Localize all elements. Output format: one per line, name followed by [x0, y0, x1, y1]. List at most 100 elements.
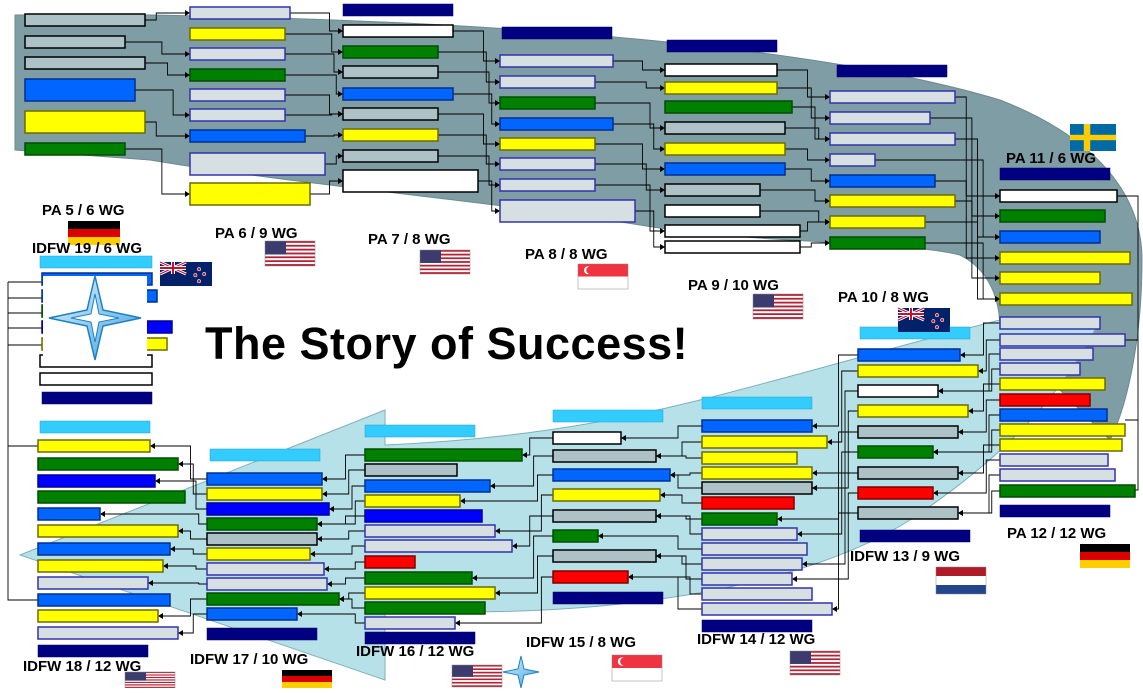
connector-arrow	[178, 461, 183, 467]
flow-box	[552, 468, 671, 482]
flow-box	[999, 251, 1131, 265]
node-label-pa9: PA 9 / 10 WG	[688, 277, 779, 294]
flow-box	[189, 129, 306, 143]
flow-box	[999, 271, 1101, 285]
flow-box	[206, 547, 311, 561]
flow-box	[701, 587, 813, 601]
stage-header-bar	[501, 26, 613, 40]
flow-box	[364, 463, 458, 477]
flow-box	[999, 189, 1118, 203]
stage-header-bar	[701, 619, 813, 633]
connector-line	[438, 155, 500, 186]
diagram-title: The Story of Success!	[205, 318, 689, 369]
connector-arrow	[512, 543, 517, 549]
flow-box	[39, 372, 153, 386]
node-label-idfw14: IDFW 14 / 12 WG	[697, 631, 816, 648]
connector-arrow	[656, 453, 661, 459]
flow-box	[701, 451, 798, 465]
connector-arrow	[148, 580, 153, 586]
connector-line	[960, 322, 1000, 356]
connector-arrow	[495, 79, 500, 85]
usa-flag-icon	[124, 671, 176, 689]
connector-line	[660, 494, 702, 504]
flow-box	[364, 571, 473, 585]
connector-line	[933, 429, 1000, 453]
connector-arrow	[825, 157, 830, 163]
connector-arrow	[825, 219, 830, 225]
germany-flag-icon	[68, 221, 120, 245]
flow-box	[342, 24, 454, 38]
connector-arrow	[660, 244, 665, 250]
flow-box	[364, 601, 486, 615]
connector-arrow	[185, 133, 190, 139]
flow-box	[552, 509, 657, 523]
connector-line	[178, 530, 207, 540]
connector-line	[800, 221, 830, 232]
connector-arrow	[995, 213, 1000, 219]
flow-box	[364, 524, 496, 538]
stage-header-bar	[552, 591, 664, 605]
stage-header-bar	[859, 529, 971, 543]
connector-line	[968, 383, 1000, 412]
connector-arrow	[460, 498, 465, 504]
node-label-idfw17: IDFW 17 / 10 WG	[190, 651, 309, 668]
connector-arrow	[185, 191, 190, 197]
connector-arrow	[958, 470, 963, 476]
flow-box	[37, 457, 179, 471]
connector-line	[327, 577, 365, 585]
flow-box	[364, 509, 483, 523]
flow-box	[701, 542, 808, 556]
flow-box	[37, 507, 101, 521]
flow-box	[664, 224, 801, 238]
connector-line	[760, 189, 830, 202]
connector-arrow	[812, 470, 817, 476]
flow-box	[701, 602, 833, 616]
flow-box	[999, 333, 1126, 347]
node-label-idfw13: IDFW 13 / 9 WG	[850, 548, 961, 565]
flow-box	[664, 142, 786, 156]
connector-arrow	[338, 91, 343, 97]
connector-arrow	[329, 506, 334, 512]
stage-header-bar	[999, 167, 1111, 181]
connector-arrow	[660, 492, 665, 498]
flow-box	[206, 562, 325, 576]
connector-arrow	[995, 275, 1000, 281]
flow-box	[999, 468, 1116, 482]
flow-box	[499, 178, 596, 192]
connector-line	[777, 431, 858, 520]
connector-arrow	[322, 476, 327, 482]
flow-box	[701, 496, 795, 510]
connector-arrow	[100, 511, 105, 517]
star-logo	[43, 275, 147, 361]
flow-box	[999, 362, 1081, 376]
connector-line	[145, 121, 190, 137]
connector-arrow	[324, 566, 329, 572]
connector-line	[613, 123, 665, 150]
connector-line	[595, 102, 665, 129]
boxes-layer	[24, 3, 1136, 658]
stage-header-bar	[836, 64, 948, 78]
connector-line	[812, 410, 858, 489]
flow-box	[189, 68, 286, 82]
connector-arrow	[185, 72, 190, 78]
flow-box	[857, 445, 934, 459]
connector-arrow	[978, 368, 983, 374]
flow-box	[37, 626, 179, 640]
flow-box	[37, 559, 164, 573]
connector-arrow	[825, 94, 830, 100]
connector-arrow	[792, 576, 797, 582]
flow-box	[701, 466, 813, 480]
node-label-pa5: PA 5 / 6 WG	[42, 202, 125, 219]
stage-header-bar	[666, 39, 778, 53]
connector-line	[148, 582, 207, 585]
connector-arrow	[968, 408, 973, 414]
connector-arrow	[338, 69, 343, 75]
flow-box	[857, 466, 959, 480]
singapore-flag-icon	[611, 654, 663, 682]
node-label-pa8: PA 8 / 8 WG	[525, 246, 608, 263]
flow-box	[829, 132, 956, 146]
flow-box	[999, 453, 1109, 467]
connector-arrow	[338, 153, 343, 159]
flow-box	[206, 607, 298, 621]
connector-line	[495, 494, 553, 532]
